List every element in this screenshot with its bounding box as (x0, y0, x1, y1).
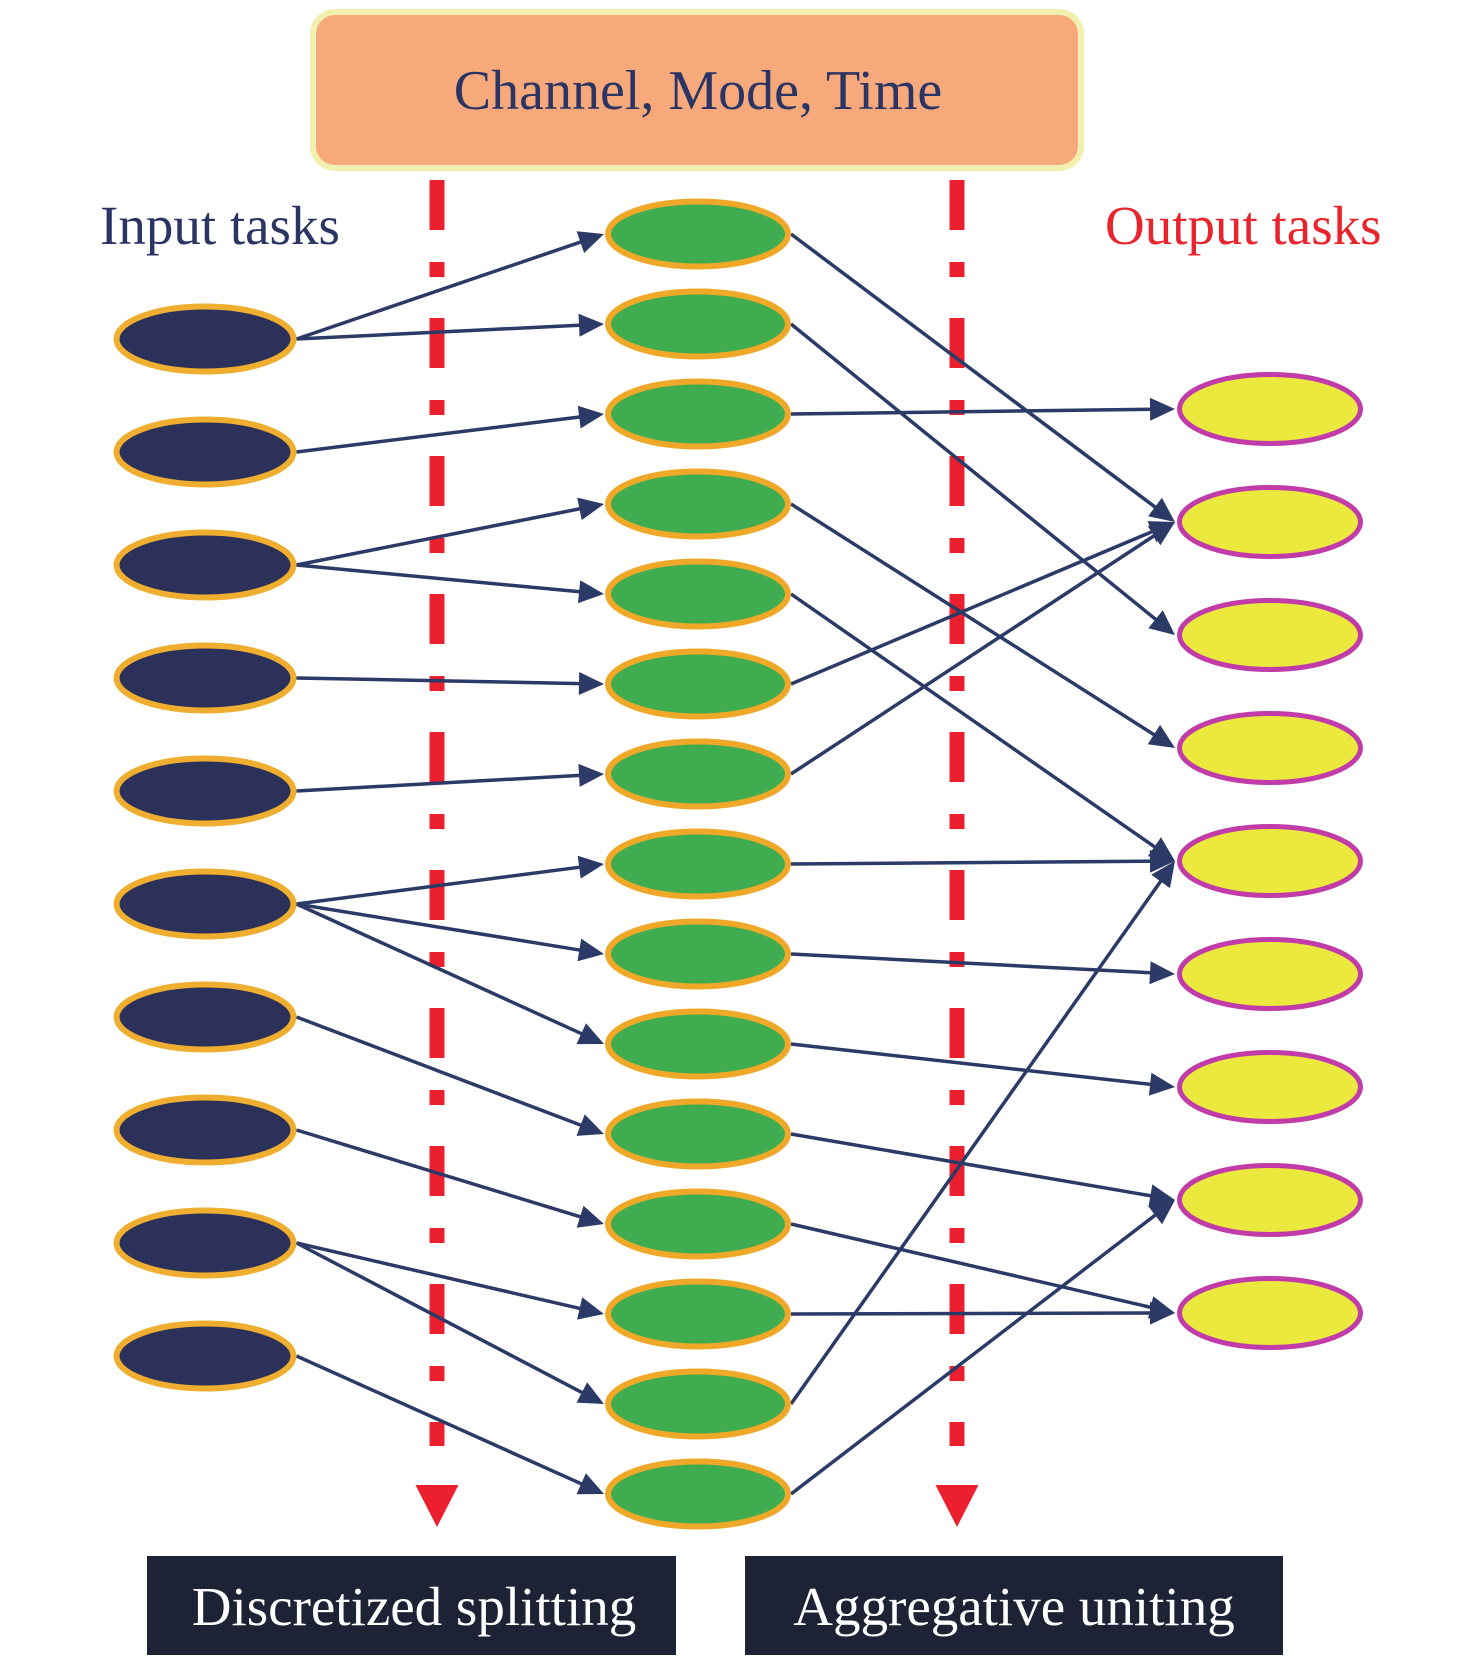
svg-text:Aggregative uniting: Aggregative uniting (793, 1576, 1234, 1637)
svg-text:Output tasks: Output tasks (1105, 195, 1382, 256)
svg-text:Input tasks: Input tasks (100, 195, 340, 256)
svg-text:Discretized splitting: Discretized splitting (192, 1576, 637, 1637)
svg-text:Channel, Mode, Time: Channel, Mode, Time (454, 60, 942, 122)
